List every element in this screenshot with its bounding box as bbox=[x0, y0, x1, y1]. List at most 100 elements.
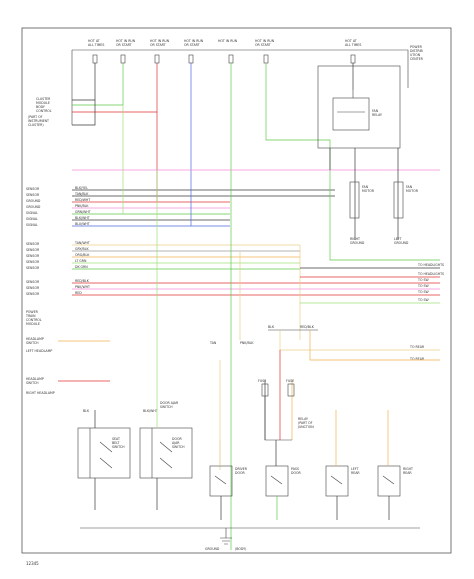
svg-text:REAR: REAR bbox=[403, 471, 412, 475]
switch-box-left bbox=[77, 427, 131, 479]
door-switch-wires bbox=[219, 410, 390, 520]
svg-text:RED/BLK: RED/BLK bbox=[300, 325, 315, 329]
svg-text:BLU/WHT: BLU/WHT bbox=[75, 222, 90, 226]
svg-text:GRN/WHT: GRN/WHT bbox=[75, 210, 91, 214]
svg-text:SWITCH: SWITCH bbox=[26, 381, 39, 385]
svg-text:HOT IN RUN: HOT IN RUN bbox=[184, 39, 204, 43]
svg-text:DRIVER: DRIVER bbox=[235, 467, 248, 471]
svg-text:FAN: FAN bbox=[362, 185, 369, 189]
relay-drops bbox=[329, 148, 399, 240]
svg-text:TRAIN: TRAIN bbox=[25, 314, 36, 318]
svg-text:BODY: BODY bbox=[36, 105, 45, 109]
svg-text:SENSOR: SENSOR bbox=[26, 248, 40, 252]
svg-text:RED: RED bbox=[75, 291, 82, 295]
door-switch-2 bbox=[265, 465, 289, 497]
svg-text:GROUND: GROUND bbox=[26, 205, 41, 209]
svg-text:ORG/BLK: ORG/BLK bbox=[75, 253, 90, 257]
svg-text:(PART OF: (PART OF bbox=[298, 421, 313, 425]
svg-text:GROUND: GROUND bbox=[394, 241, 409, 245]
fuse-feed-wires bbox=[72, 63, 440, 550]
svg-text:MODULE: MODULE bbox=[36, 101, 50, 105]
svg-text:AJAR: AJAR bbox=[172, 441, 180, 445]
svg-text:MODULE: MODULE bbox=[26, 322, 40, 326]
svg-text:LT GRN: LT GRN bbox=[75, 259, 87, 263]
svg-text:UTION: UTION bbox=[410, 53, 421, 57]
svg-text:OR START: OR START bbox=[150, 43, 166, 47]
svg-text:SENSOR: SENSOR bbox=[26, 242, 40, 246]
svg-text:(BODY): (BODY) bbox=[235, 547, 246, 551]
svg-text:JUNCTION: JUNCTION bbox=[297, 425, 314, 429]
svg-text:RIGHT: RIGHT bbox=[350, 237, 360, 241]
svg-text:OR START: OR START bbox=[184, 43, 200, 47]
svg-text:MOTOR: MOTOR bbox=[362, 189, 375, 193]
svg-text:TO HEADLIGHTS: TO HEADLIGHTS bbox=[417, 263, 444, 267]
diagram-border bbox=[21, 27, 452, 554]
switch-box-feeds bbox=[94, 170, 158, 510]
svg-text:HOT IN RUN: HOT IN RUN bbox=[218, 39, 238, 43]
svg-text:DOOR AJAR: DOOR AJAR bbox=[160, 401, 179, 405]
door-switch-3 bbox=[325, 465, 349, 497]
svg-text:POWER: POWER bbox=[410, 45, 423, 49]
door-switch-1 bbox=[209, 465, 233, 497]
svg-text:SWITCH: SWITCH bbox=[112, 445, 125, 449]
svg-text:SENSOR: SENSOR bbox=[26, 266, 40, 270]
svg-text:SENSOR: SENSOR bbox=[26, 260, 40, 264]
svg-text:BLK: BLK bbox=[83, 409, 90, 413]
svg-text:PASS: PASS bbox=[291, 467, 299, 471]
svg-text:TAN/BLK: TAN/BLK bbox=[74, 192, 89, 196]
svg-text:SENSOR: SENSOR bbox=[26, 193, 40, 197]
svg-text:GROUND: GROUND bbox=[26, 199, 41, 203]
svg-text:PNK/BLK: PNK/BLK bbox=[75, 204, 89, 208]
svg-text:FUSE: FUSE bbox=[286, 379, 294, 383]
svg-text:OR START: OR START bbox=[255, 43, 271, 47]
svg-text:SIGNAL: SIGNAL bbox=[26, 217, 38, 221]
svg-text:TAN: TAN bbox=[209, 341, 217, 345]
svg-text:BLK: BLK bbox=[268, 325, 275, 329]
svg-text:RIGHT: RIGHT bbox=[403, 467, 413, 471]
svg-text:TO HEADLIGHTS: TO HEADLIGHTS bbox=[417, 272, 444, 276]
svg-text:SIGNAL: SIGNAL bbox=[26, 211, 38, 215]
svg-text:SENSOR: SENSOR bbox=[26, 187, 40, 191]
svg-text:INSTRUMENT: INSTRUMENT bbox=[28, 119, 49, 123]
svg-text:GROUND: GROUND bbox=[205, 547, 220, 551]
pcm-pin-labels: SENSOR SENSOR GROUND GROUND SIGNAL SIGNA… bbox=[25, 187, 42, 326]
svg-text:HOT IN RUN: HOT IN RUN bbox=[255, 39, 275, 43]
svg-text:FAN: FAN bbox=[406, 185, 413, 189]
svg-text:DISTRIB: DISTRIB bbox=[410, 49, 423, 53]
svg-text:LEFT HEADLAMP: LEFT HEADLAMP bbox=[26, 349, 52, 353]
svg-text:DOOR: DOOR bbox=[172, 437, 182, 441]
ground-label: GROUND (BODY) bbox=[205, 547, 246, 551]
svg-text:SWITCH: SWITCH bbox=[160, 405, 173, 409]
svg-text:SENSOR: SENSOR bbox=[26, 254, 40, 258]
svg-text:HEADLAMP: HEADLAMP bbox=[26, 377, 44, 381]
svg-text:SEAT: SEAT bbox=[112, 437, 120, 441]
svg-text:RED/BLK: RED/BLK bbox=[75, 279, 90, 283]
svg-text:SENSOR: SENSOR bbox=[26, 292, 40, 296]
svg-text:RELAY: RELAY bbox=[372, 113, 382, 117]
svg-text:GROUND: GROUND bbox=[350, 241, 365, 245]
module-left-pin-labels: CLUSTER MODULE BODY CONTROL (PART OF INS… bbox=[28, 97, 52, 127]
fan-motor-left bbox=[349, 181, 360, 219]
svg-text:BLK/WHT: BLK/WHT bbox=[75, 216, 90, 220]
svg-text:GRY/BLK: GRY/BLK bbox=[75, 247, 89, 251]
right-output-labels: TO HEADLIGHTS TO HEADLIGHTS TO SW TO SW … bbox=[417, 263, 444, 302]
svg-text:SWITCH: SWITCH bbox=[172, 445, 185, 449]
switch-wires bbox=[219, 330, 440, 470]
svg-text:DOOR: DOOR bbox=[291, 471, 301, 475]
mid-relay bbox=[261, 383, 295, 441]
svg-text:SENSOR: SENSOR bbox=[26, 286, 40, 290]
svg-text:TO REAR: TO REAR bbox=[409, 357, 425, 361]
svg-text:LEFT: LEFT bbox=[394, 237, 402, 241]
svg-text:ALL TIMES: ALL TIMES bbox=[88, 43, 104, 47]
svg-text:CONTROL: CONTROL bbox=[36, 109, 52, 113]
svg-text:PNK/BLK: PNK/BLK bbox=[240, 341, 254, 345]
switch-box-right bbox=[139, 427, 193, 479]
